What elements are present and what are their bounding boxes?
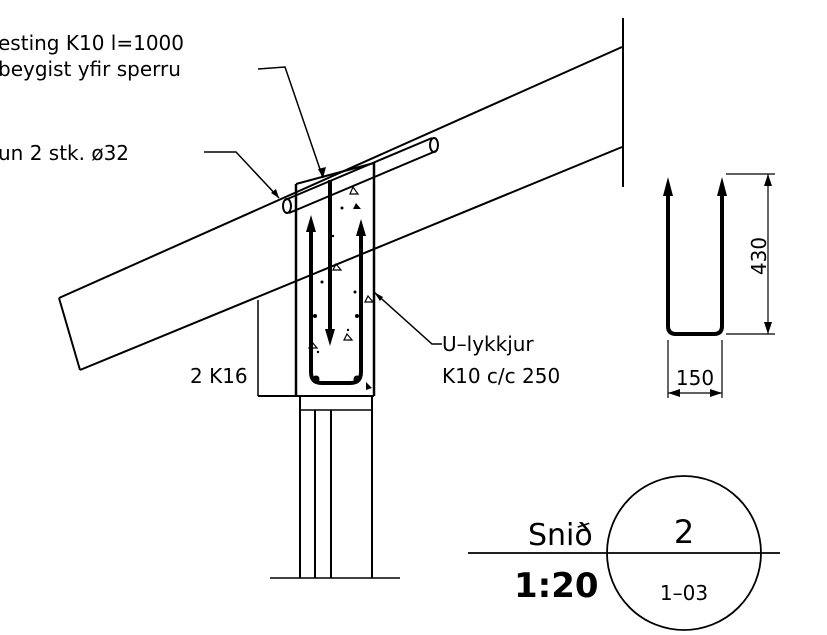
- festing-label-line1: esting K10 l=1000: [0, 31, 184, 55]
- section-title-block: Snið 1:20 2 1–03: [468, 475, 780, 631]
- dowel-rod: [282, 137, 439, 214]
- reinforcement: [306, 180, 366, 385]
- concrete-beam: [257, 162, 376, 397]
- section-word: Snið: [528, 518, 593, 553]
- u-loops-label-line2: K10 c/c 250: [442, 364, 560, 388]
- u-loops-label-line1: U–lykkjur: [442, 332, 534, 356]
- bottom-bars-label: 2 K16: [190, 364, 248, 388]
- u-loop-detail: 430 150: [663, 173, 775, 398]
- height-dimension: 430: [747, 237, 771, 275]
- section-number: 2: [674, 513, 694, 551]
- sheet-number: 1–03: [660, 581, 708, 605]
- annotations: esting K10 l=1000 beygist yfir sperru un…: [0, 31, 560, 388]
- leader-lines: [204, 66, 442, 345]
- column: [270, 396, 400, 579]
- section-scale: 1:20: [514, 566, 599, 606]
- concrete-aggregate: [308, 185, 375, 390]
- dowel-label: un 2 stk. ø32: [0, 141, 129, 165]
- festing-label-line2: beygist yfir sperru: [0, 57, 181, 81]
- width-dimension: 150: [676, 366, 714, 390]
